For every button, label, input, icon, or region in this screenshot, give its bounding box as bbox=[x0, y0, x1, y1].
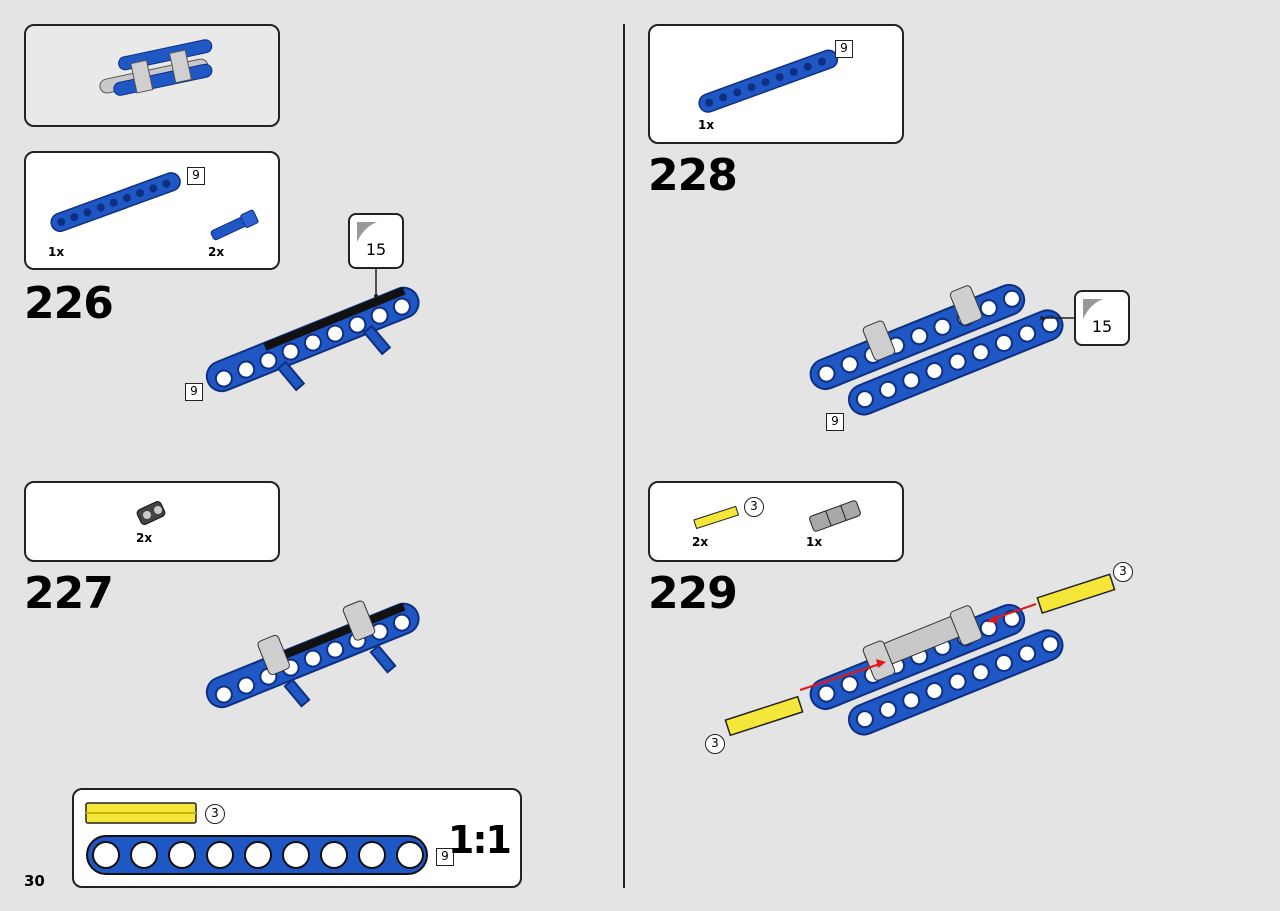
beam-size-label: 9 bbox=[826, 413, 844, 431]
axle-length-label: 3 bbox=[205, 804, 225, 824]
beam-size-label: 9 bbox=[835, 40, 853, 58]
scale-reference-box: 3 9 1:1 bbox=[72, 788, 522, 888]
callout-leader bbox=[374, 268, 378, 298]
scale-label: 1:1 bbox=[447, 818, 512, 862]
step-number: 227 bbox=[24, 568, 114, 619]
part-quantity: 2x bbox=[208, 245, 225, 259]
part-quantity: 1x bbox=[698, 118, 715, 132]
beam-icon bbox=[698, 49, 839, 113]
step-226-parts-box: 9 1x 2x bbox=[24, 151, 280, 270]
cross-block-icon bbox=[136, 501, 166, 525]
step-226-assembly bbox=[205, 286, 420, 393]
part-quantity: 2x bbox=[136, 531, 153, 545]
axle-insert-arrows bbox=[724, 573, 1116, 737]
part-quantity: 1x bbox=[806, 535, 823, 549]
part-quantity: 1x bbox=[48, 245, 65, 259]
assembled-submodel-preview-icon bbox=[99, 39, 213, 96]
count-callout: 15 bbox=[348, 213, 404, 269]
page-number: 30 bbox=[24, 872, 45, 890]
axle-icon bbox=[693, 505, 740, 530]
beam-size-label: 9 bbox=[185, 383, 203, 401]
part-quantity: 2x bbox=[692, 535, 709, 549]
step-number: 228 bbox=[648, 150, 738, 201]
step-227-assembly bbox=[205, 600, 420, 709]
step-228-parts-box: 9 1x bbox=[648, 24, 904, 144]
step-number: 226 bbox=[24, 278, 114, 329]
axle-length-label: 3 bbox=[705, 734, 725, 754]
axle-connector-icon bbox=[809, 500, 861, 532]
axle-length-label: 3 bbox=[1113, 562, 1133, 582]
beam-icon bbox=[50, 172, 181, 232]
step-228-assembly bbox=[809, 283, 1064, 416]
axle-pin-icon bbox=[210, 209, 259, 241]
beam-length-label: 9 bbox=[436, 848, 454, 866]
step-229-parts-box: 3 2x 1x bbox=[648, 481, 904, 562]
count-callout: 15 bbox=[1074, 290, 1130, 346]
axle-scale-reference bbox=[85, 802, 197, 824]
page-curl-icon bbox=[1083, 299, 1103, 319]
submodel-preview-box bbox=[24, 24, 280, 127]
step-number: 229 bbox=[648, 568, 738, 619]
beam-size-label: 9 bbox=[187, 167, 205, 185]
beam-scale-reference bbox=[86, 835, 428, 875]
page-curl-icon bbox=[357, 222, 377, 242]
step-227-parts-box: 2x bbox=[24, 481, 280, 562]
page-divider bbox=[623, 24, 625, 888]
axle-length-label: 3 bbox=[744, 497, 764, 517]
callout-leader bbox=[1040, 316, 1074, 320]
